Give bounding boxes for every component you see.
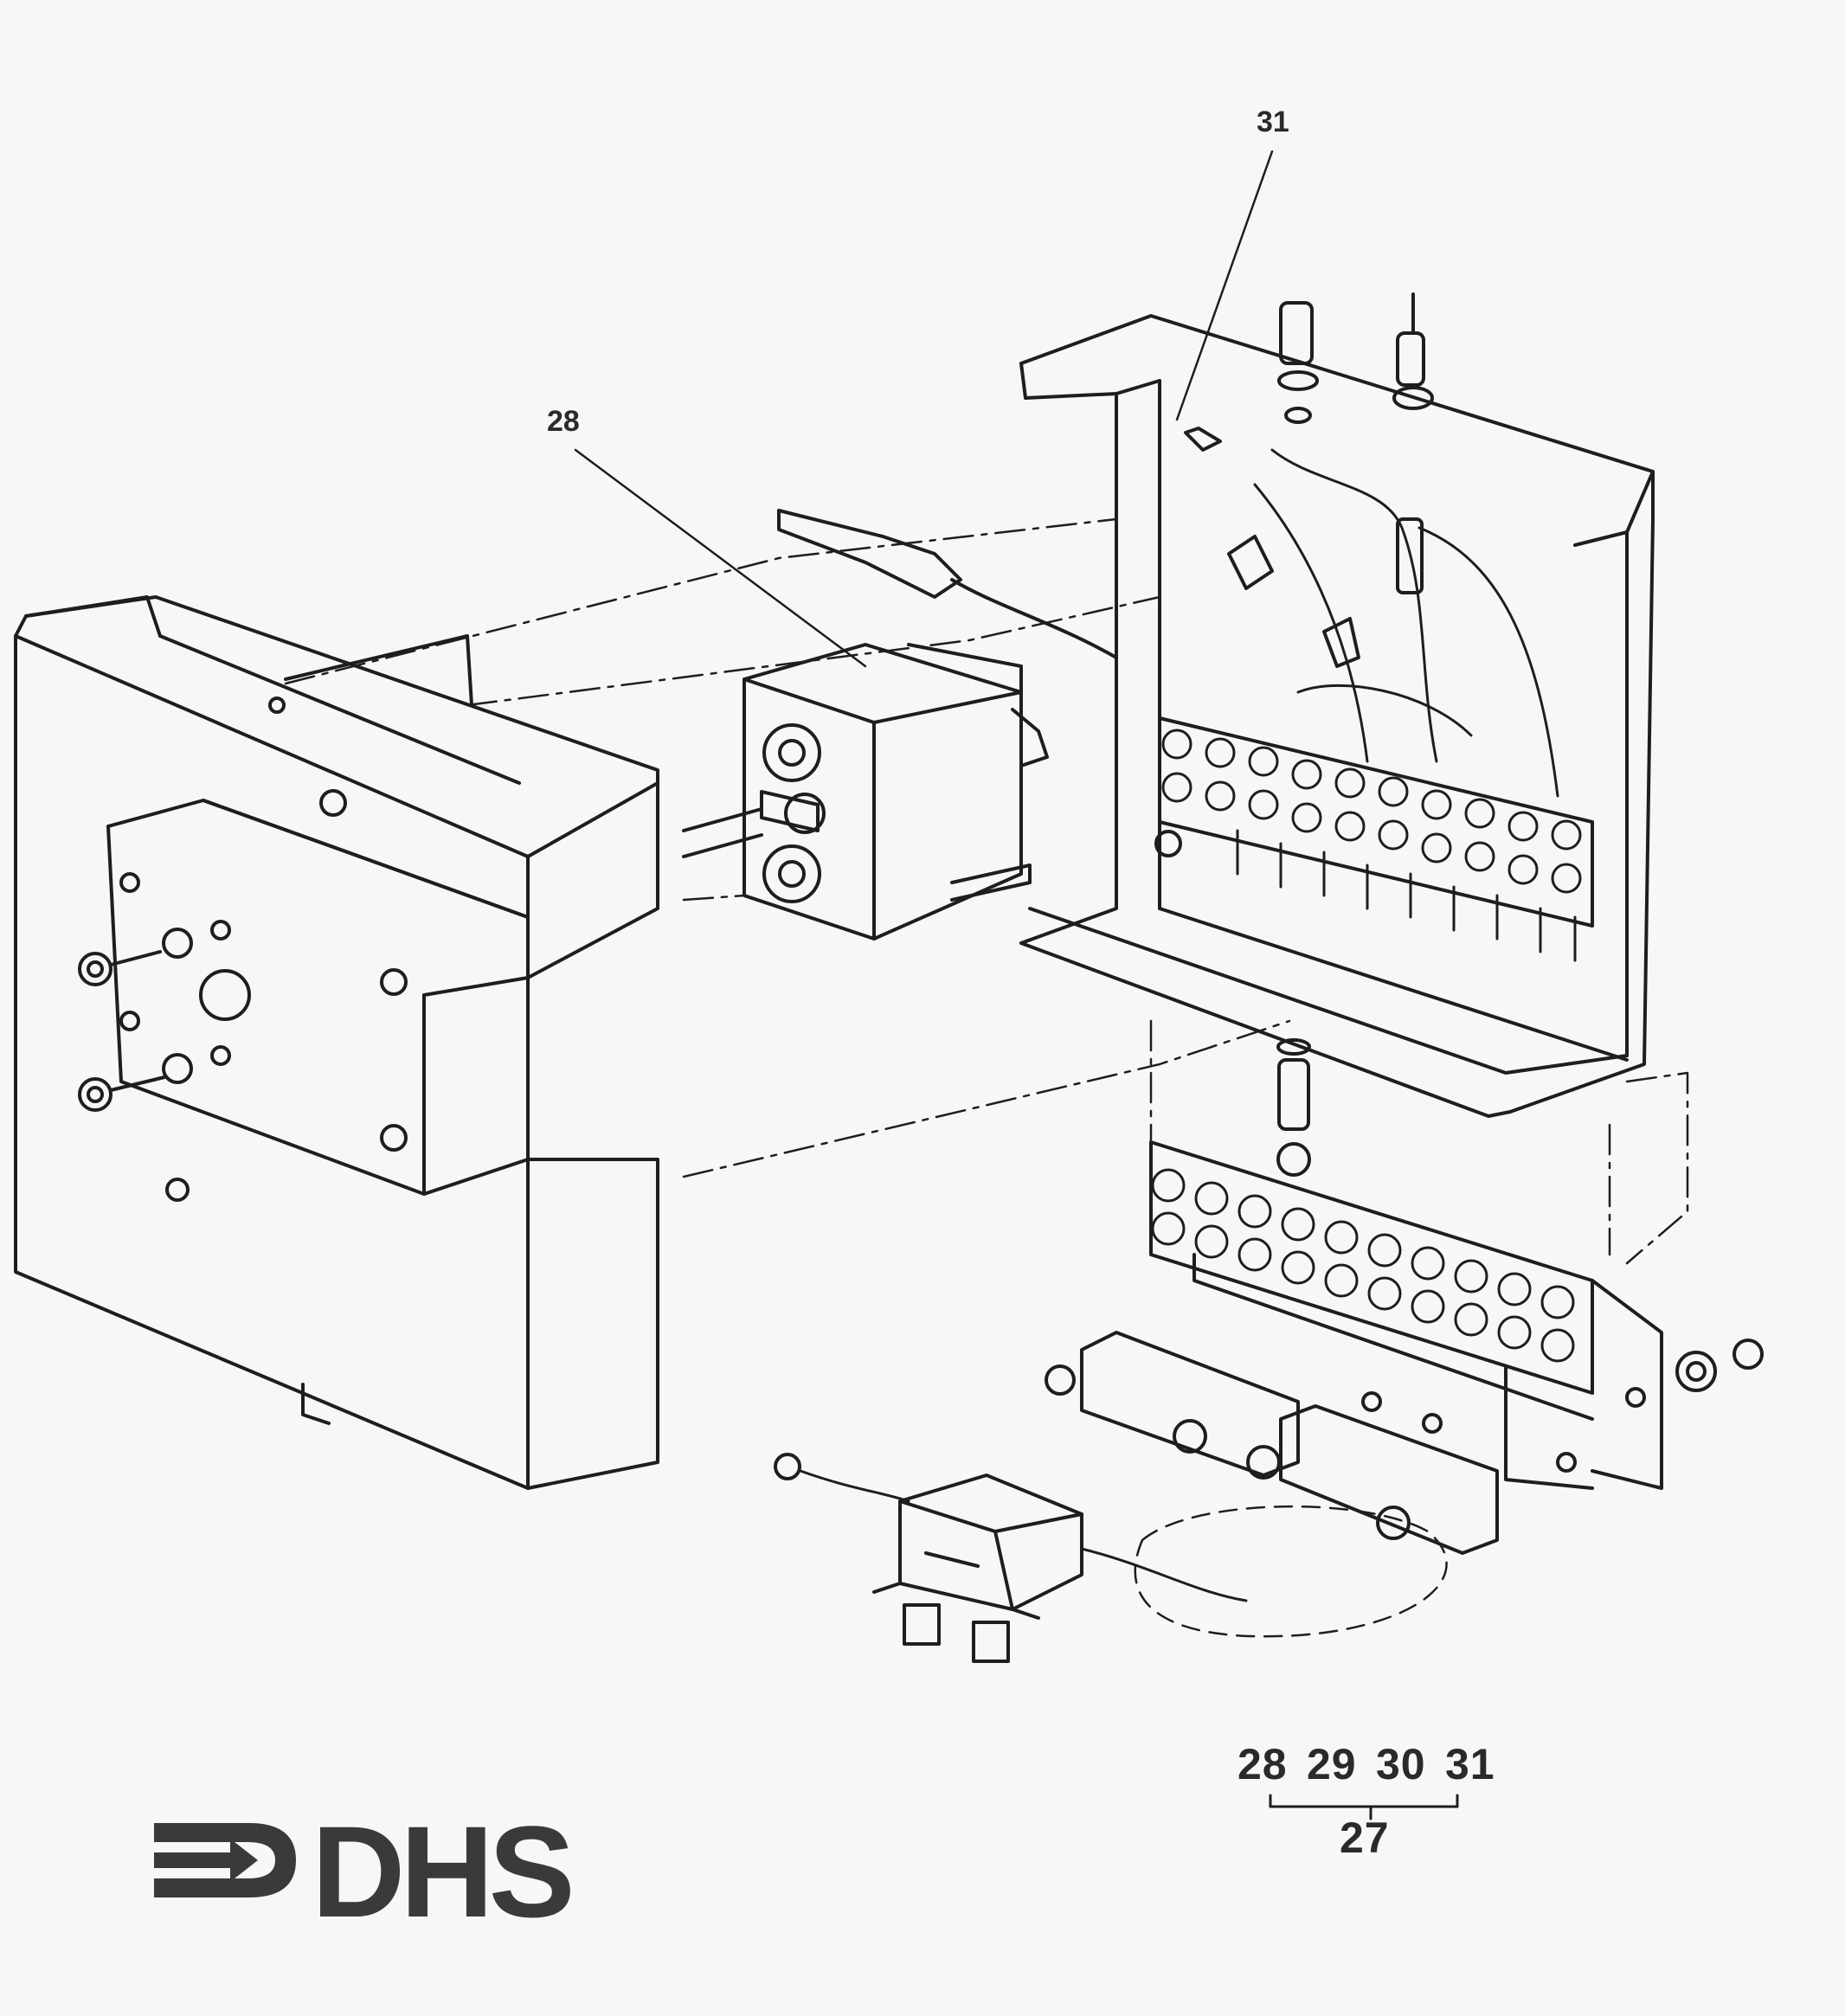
ref-part-29: 29 (1307, 1740, 1357, 1788)
terminal-box (1019, 292, 1655, 1118)
leader-line-31 (1175, 150, 1274, 421)
leader-line-28 (574, 448, 867, 668)
ref-part-30: 30 (1376, 1740, 1426, 1788)
arrow-into-bracket-icon (154, 1823, 296, 1897)
mounting-plate (14, 595, 659, 1490)
dhs-logo: DHS (147, 1799, 575, 1944)
assembly-centerlines (284, 517, 1689, 1638)
ref-part-28: 28 (1238, 1740, 1288, 1788)
relay-component (774, 1453, 1248, 1663)
ref-assembly-27: 27 (1340, 1814, 1390, 1862)
terminal-block (1045, 1038, 1764, 1555)
callout-label-28: 28 (547, 405, 580, 438)
logo-text: DHS (312, 1799, 575, 1944)
callout-label-31: 31 (1257, 106, 1289, 138)
leader-lines (574, 150, 1274, 668)
ref-part-31: 31 (1445, 1740, 1495, 1788)
thermostat-unit (682, 509, 1118, 941)
reference-bracket (1269, 1794, 1459, 1820)
